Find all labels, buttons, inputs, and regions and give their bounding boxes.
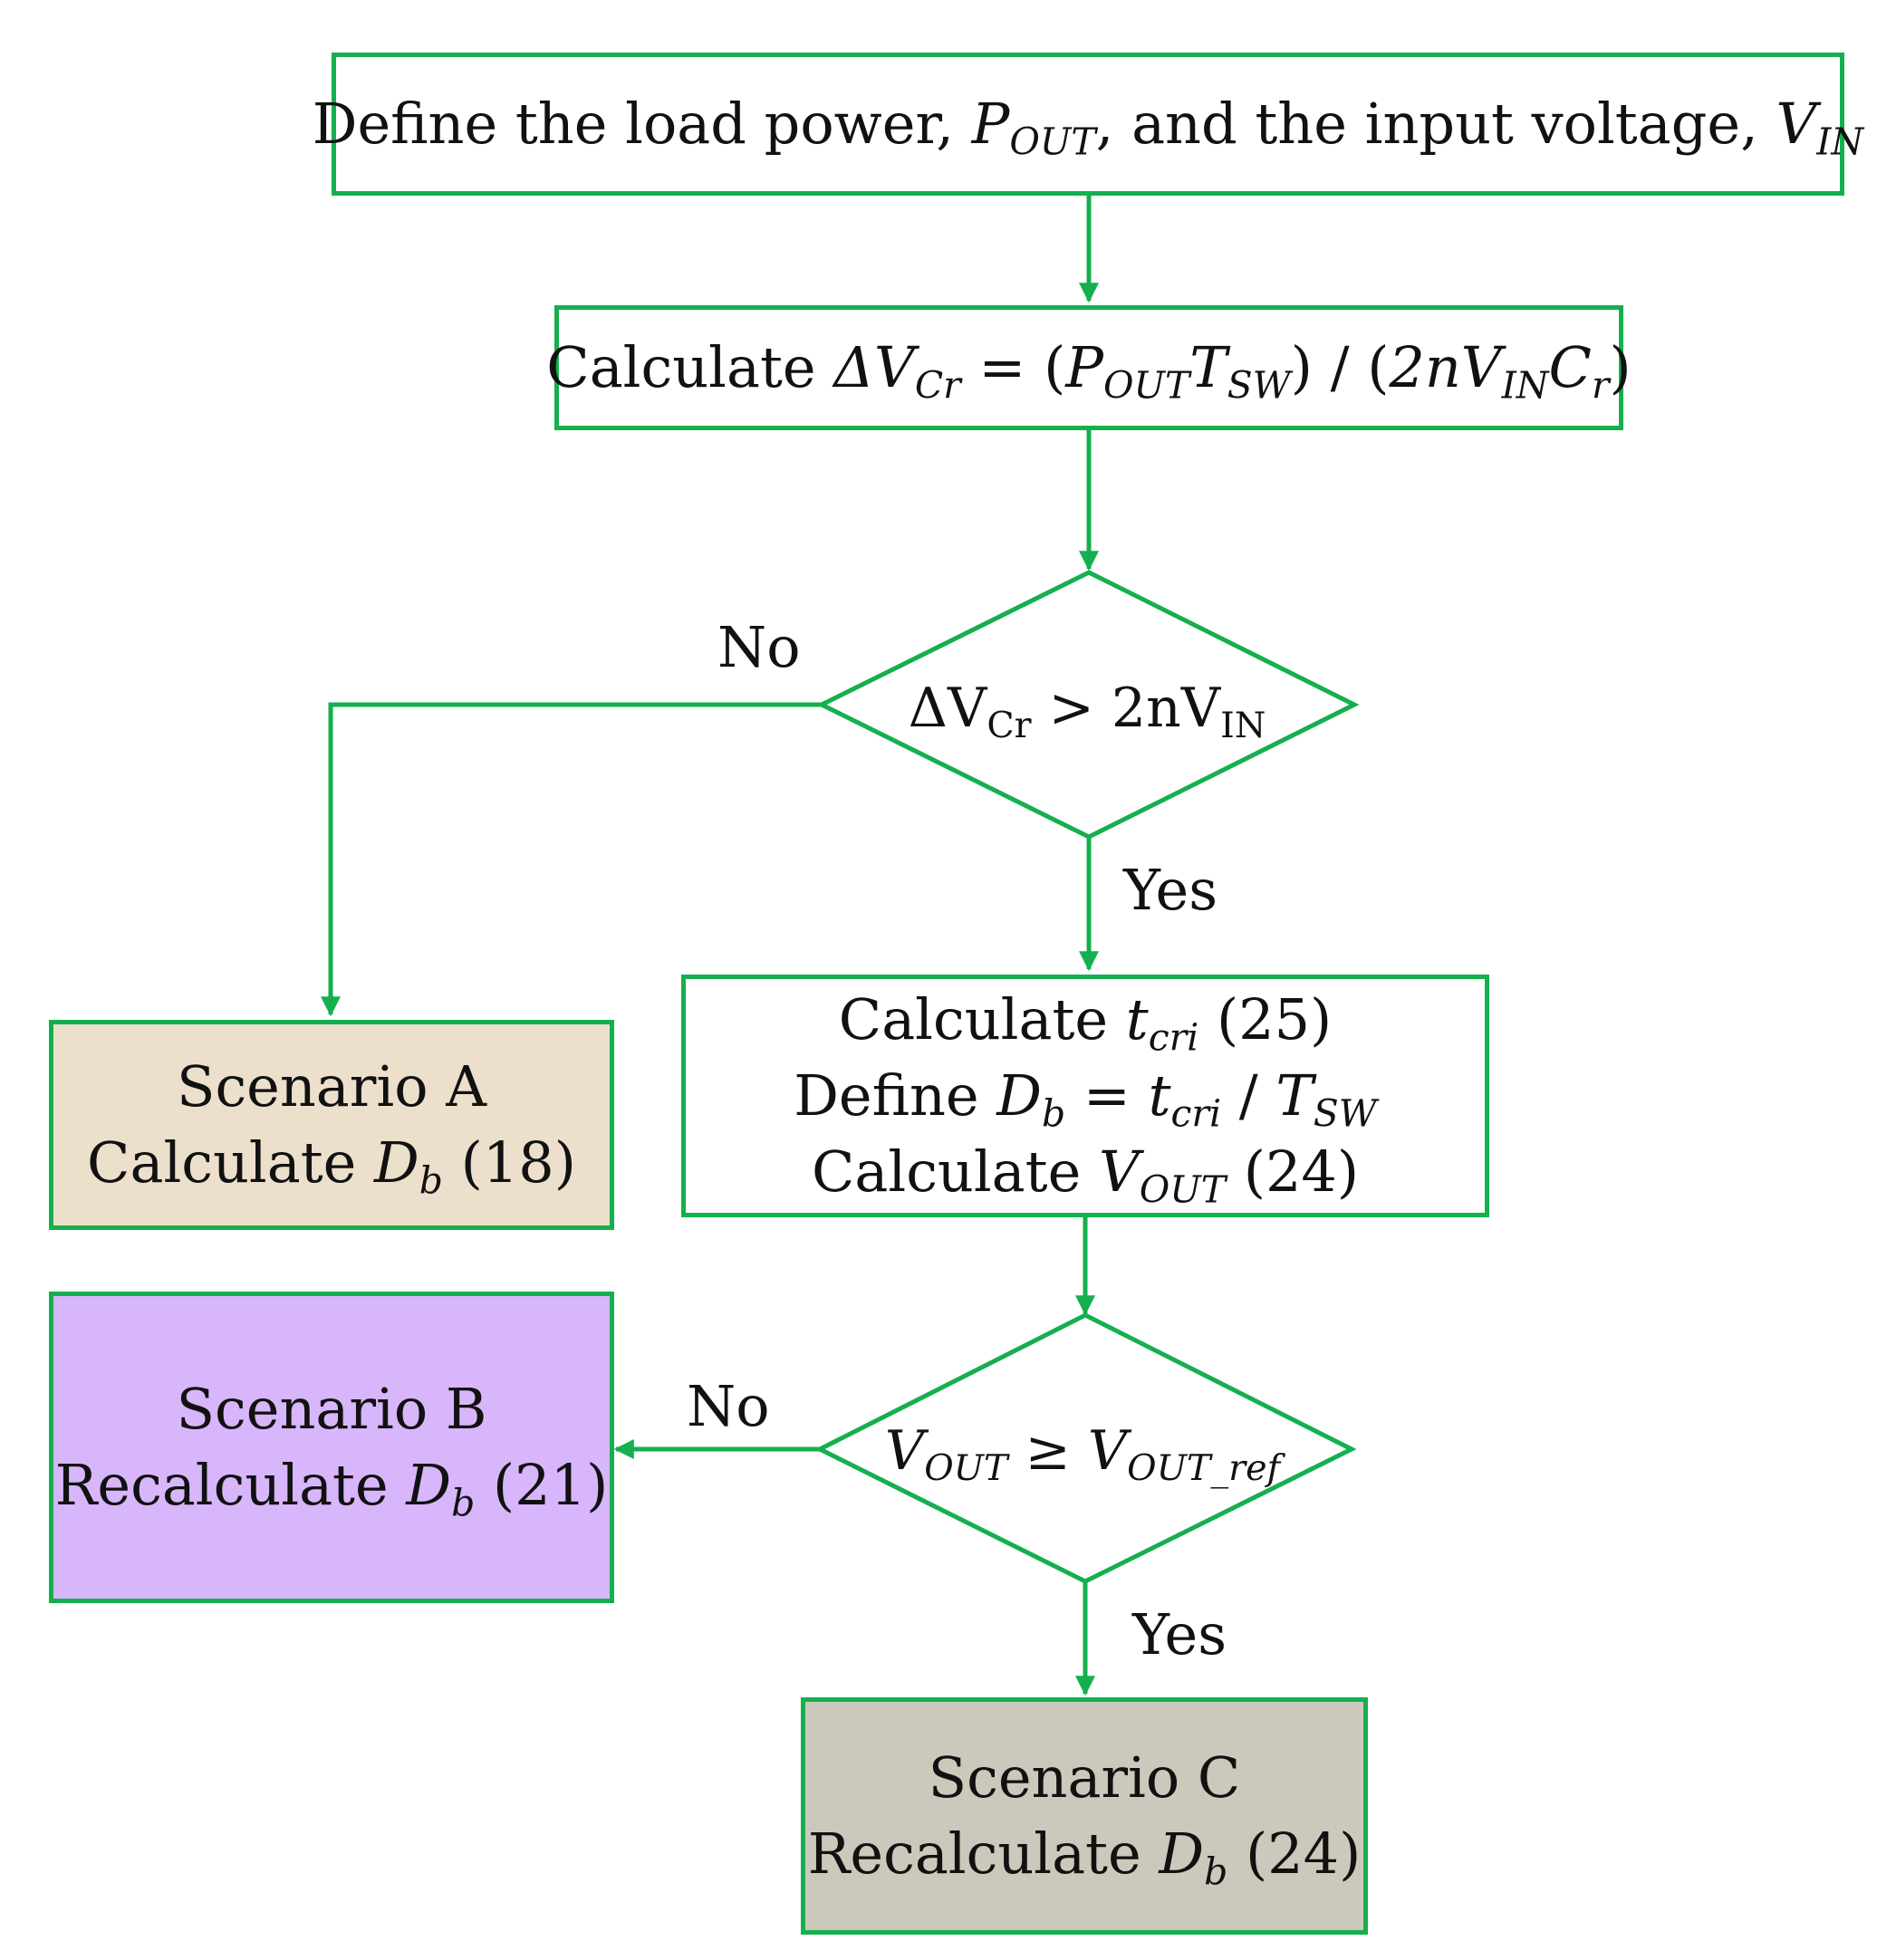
arrow-decision1-no: [320, 702, 822, 1017]
step-define-inputs: Define the load power, POUT, and the inp…: [313, 53, 1863, 196]
scenario-b-box: Scenario B Recalculate Db (21): [49, 1292, 614, 1603]
decision2-condition: VOUT ≥ VOUT_ref: [884, 1419, 1281, 1489]
step-calculate-delta-vcr: Calculate ΔVCr = (POUTTSW) / (2nVINCr): [546, 305, 1632, 430]
scenario-b-title: Scenario B: [176, 1376, 487, 1442]
scenario-a-title: Scenario A: [176, 1053, 487, 1119]
scenario-c-calc: Recalculate Db (24): [807, 1821, 1362, 1894]
step-calculate-tcri-vout: Calculate tcri (25) Define Db = tcri / T…: [681, 975, 1489, 1217]
decision2-yes-label: Yes: [1132, 1601, 1227, 1667]
decision1-no-label: No: [717, 614, 801, 680]
scenario-c-title: Scenario C: [928, 1744, 1241, 1811]
step3-line-tcri: Calculate tcri (25): [838, 986, 1333, 1060]
step-calculate-delta-vcr-text: Calculate ΔVCr = (POUTTSW) / (2nVINCr): [546, 334, 1632, 408]
scenario-c-box: Scenario C Recalculate Db (24): [801, 1697, 1368, 1935]
step3-line-db: Define Db = tcri / TSW: [794, 1062, 1377, 1136]
scenario-a-box: Scenario A Calculate Db (18): [49, 1020, 614, 1230]
scenario-a-calc: Calculate Db (18): [87, 1129, 576, 1203]
decision1-yes-label: Yes: [1123, 857, 1218, 923]
step3-line-vout: Calculate VOUT (24): [811, 1139, 1360, 1212]
decision1-condition: ΔVCr > 2nVIN: [908, 677, 1266, 746]
decision2-no-label: No: [687, 1373, 770, 1439]
scenario-b-calc: Recalculate Db (21): [54, 1452, 609, 1525]
step-define-inputs-text: Define the load power, POUT, and the inp…: [312, 91, 1864, 164]
